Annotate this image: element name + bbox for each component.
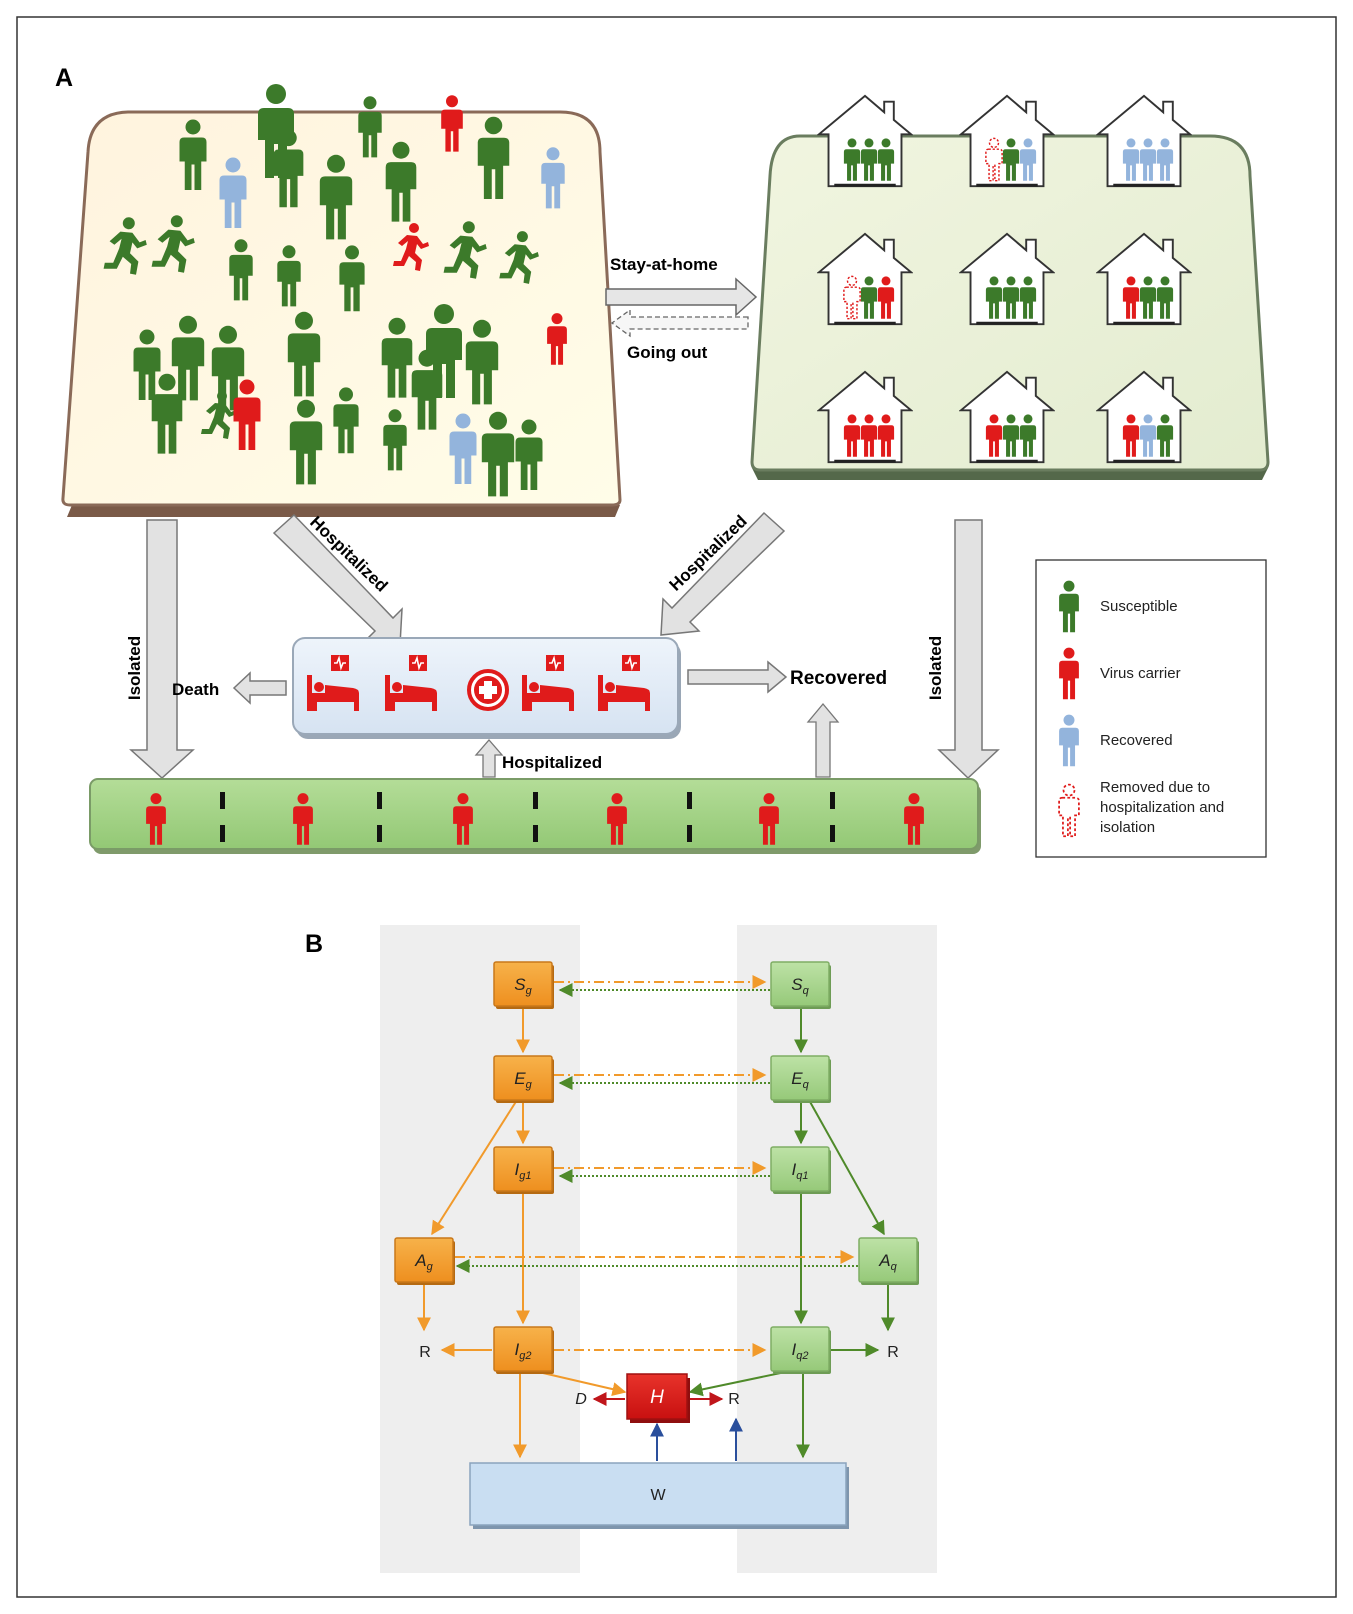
svg-text:Ig2: Ig2: [515, 1340, 532, 1362]
recovered-label: Recovered: [790, 668, 887, 689]
stay-at-home-label: Stay-at-home: [610, 255, 718, 274]
node-sub: q1: [796, 1170, 808, 1182]
model-edges: [417, 975, 895, 1461]
going-out-arrow: [610, 308, 749, 338]
node-main: A: [414, 1251, 426, 1270]
divider: [533, 825, 538, 842]
panel-a-label: A: [55, 64, 73, 92]
public-space-platform: [61, 110, 622, 517]
hospitalized-arrow-left: [272, 513, 403, 646]
legend-label: isolation: [1100, 819, 1155, 836]
node-sub: q: [803, 985, 810, 997]
flow-arrow: [808, 1099, 885, 1236]
node-sg: Sg: [493, 961, 554, 1009]
node-iq2: Iq2: [770, 1326, 831, 1374]
divider: [220, 792, 225, 809]
divider: [830, 825, 835, 842]
node-ag: Ag: [394, 1237, 455, 1285]
legend-label: hospitalization and: [1100, 799, 1224, 816]
svg-text:Ig1: Ig1: [515, 1160, 532, 1182]
node-main: I: [515, 1160, 520, 1179]
recovered-r-label: R: [887, 1344, 899, 1361]
node-eg: Eg: [493, 1055, 554, 1103]
going-out-label: Going out: [627, 343, 708, 362]
node-main: A: [878, 1251, 890, 1270]
node-sub: g1: [519, 1170, 531, 1182]
node-main: S: [514, 975, 526, 994]
divider: [687, 825, 692, 842]
isolated-label-left: Isolated: [125, 636, 144, 700]
node-sq: Sq: [770, 961, 831, 1009]
node-eq: Eq: [770, 1055, 831, 1103]
node-main: I: [792, 1160, 797, 1179]
divider: [687, 792, 692, 809]
node-h: H: [626, 1373, 690, 1423]
hospitalized-label-bottom: Hospitalized: [502, 753, 602, 772]
node-main: I: [792, 1340, 797, 1359]
node-main: W: [650, 1487, 666, 1504]
svg-text:Ag: Ag: [414, 1251, 433, 1273]
node-main: E: [791, 1069, 803, 1088]
legend-label: Virus carrier: [1100, 665, 1181, 682]
svg-text:Eq: Eq: [791, 1069, 809, 1091]
panel-b-label: B: [305, 930, 323, 958]
divider: [377, 825, 382, 842]
strip-to-recovered-arrow: [806, 702, 840, 778]
node-iq1: Iq1: [770, 1146, 831, 1194]
divider: [533, 792, 538, 809]
death-arrow: [232, 671, 287, 705]
svg-text:Sg: Sg: [514, 975, 532, 997]
node-sub: g2: [519, 1350, 531, 1362]
recovered-r-label: R: [419, 1344, 431, 1361]
node-main: H: [650, 1387, 664, 1408]
node-ig2: Ig2: [493, 1326, 554, 1374]
legend-label: Susceptible: [1100, 598, 1178, 615]
node-sub: g: [526, 985, 533, 997]
isolated-arrow-right: [937, 519, 1000, 780]
stay-at-home-arrow: [605, 277, 758, 317]
node-main: S: [791, 975, 803, 994]
legend-label: Recovered: [1100, 732, 1173, 749]
node-main: I: [515, 1340, 520, 1359]
recovered-arrow: [687, 660, 788, 694]
divider: [377, 792, 382, 809]
svg-text:Iq2: Iq2: [792, 1340, 809, 1362]
isolated-carriers: [146, 792, 924, 845]
hospitalized-arrow-right: [660, 511, 786, 636]
svg-text:Sq: Sq: [791, 975, 809, 997]
medical-cross-icon: [467, 669, 509, 711]
node-w: W: [469, 1462, 849, 1529]
recovered-r-label: R: [728, 1391, 740, 1408]
flow-arrow: [431, 1099, 518, 1236]
legend-label: Removed due to: [1100, 779, 1210, 796]
isolated-label-right: Isolated: [926, 636, 945, 700]
svg-text:Eg: Eg: [514, 1069, 532, 1091]
node-sub: g: [526, 1079, 533, 1091]
node-sub: g: [427, 1261, 434, 1273]
isolated-arrow-left: [129, 519, 195, 780]
houses-grid: [817, 94, 1192, 464]
node-sub: q: [891, 1261, 898, 1273]
divider: [830, 792, 835, 809]
divider: [220, 825, 225, 842]
node-main: E: [514, 1069, 526, 1088]
isolation-strip: [89, 778, 981, 854]
node-sub: q: [803, 1079, 810, 1091]
node-sub: q2: [796, 1350, 808, 1362]
node-ig1: Ig1: [493, 1146, 554, 1194]
hospitalized-arrow-up: [474, 739, 504, 778]
svg-text:Aq: Aq: [878, 1251, 897, 1273]
death-d-label: D: [575, 1391, 587, 1408]
node-aq: Aq: [858, 1237, 919, 1285]
death-label: Death: [172, 680, 219, 699]
svg-text:Iq1: Iq1: [792, 1160, 809, 1182]
